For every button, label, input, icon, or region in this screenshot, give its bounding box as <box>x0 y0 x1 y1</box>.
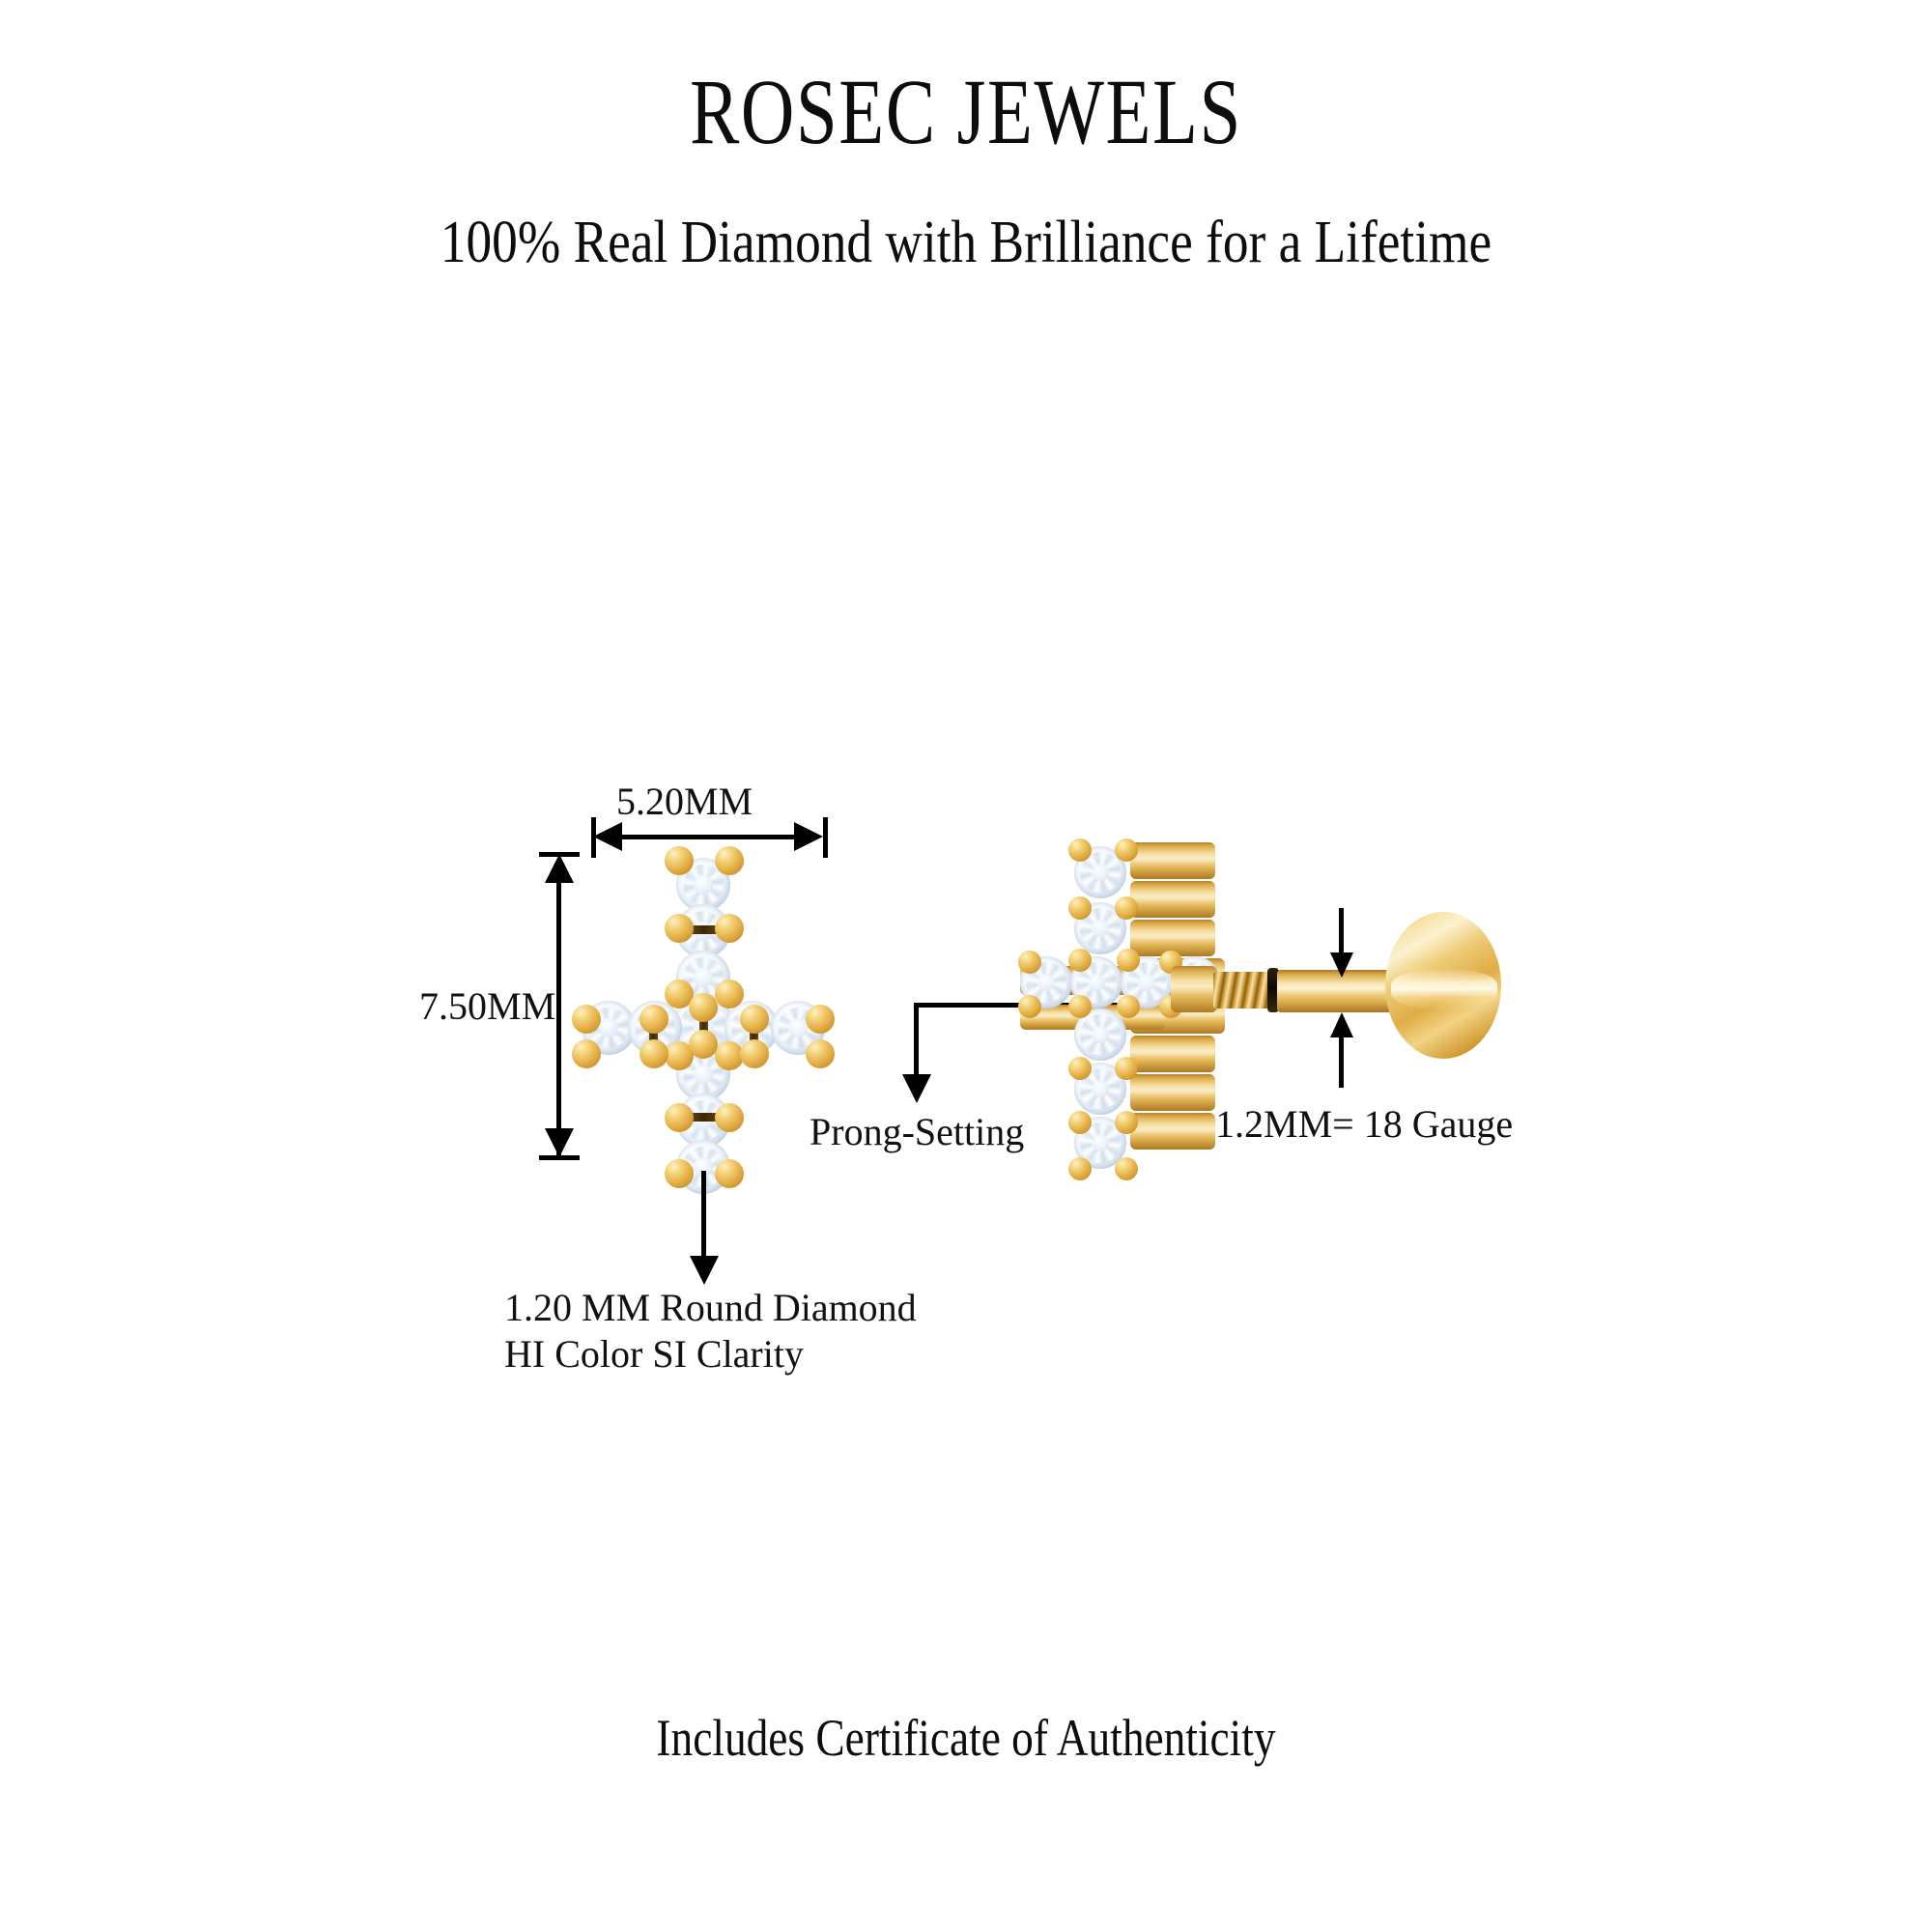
post-thread <box>1213 972 1269 1009</box>
side-gold-bar <box>1130 1074 1215 1111</box>
height-dim-tick-bottom <box>539 1155 580 1160</box>
stone-spec-line1: 1.20 MM Round Diamond <box>504 1286 917 1329</box>
prong-ball <box>689 1030 718 1059</box>
prong-ball <box>740 1039 769 1068</box>
height-dim-line <box>556 862 561 1157</box>
side-gold-bar <box>1130 881 1215 918</box>
brand-title: ROSEC JEWELS <box>690 60 1242 163</box>
height-dimension-label: 7.50MM <box>419 984 556 1028</box>
prong-ball <box>1068 1157 1092 1180</box>
prong-ball <box>1115 838 1138 862</box>
prong-ball <box>1115 1111 1138 1134</box>
prong-ball <box>806 1005 835 1034</box>
prong-ball <box>715 1041 744 1070</box>
prong-ball <box>639 1005 668 1034</box>
prong-ball <box>1068 995 1092 1018</box>
prong-ball <box>806 1039 835 1068</box>
flat-back-disc-highlight <box>1391 968 1497 1010</box>
prong-ball <box>715 914 744 943</box>
prong-ball <box>1115 896 1138 920</box>
cross-front-view <box>572 846 850 1194</box>
side-gold-bar <box>1130 842 1215 879</box>
prong-ball <box>715 1103 744 1132</box>
prong-ball <box>1068 949 1092 972</box>
stone-spec-line2: HI Color SI Clarity <box>504 1332 804 1376</box>
width-dim-arrow-left <box>593 822 622 851</box>
prong-stem-top <box>688 925 721 934</box>
prong-ball <box>1068 1111 1092 1134</box>
prong-callout-arrow <box>902 1074 931 1103</box>
prong-ball <box>572 1005 601 1034</box>
post-oring <box>1267 968 1279 1012</box>
prong-ball <box>1018 951 1041 974</box>
prong-ball <box>665 846 694 875</box>
prong-ball <box>1068 1057 1092 1080</box>
stone-callout-line <box>701 1171 706 1265</box>
prong-ball <box>1115 1057 1138 1080</box>
width-dimension-label: 5.20MM <box>616 780 753 823</box>
side-gold-bar <box>1130 1113 1215 1150</box>
gauge-line-bottom <box>1339 1034 1344 1088</box>
post-collar <box>1171 966 1217 1012</box>
width-dim-arrow-right <box>794 822 823 851</box>
prong-ball <box>665 1103 694 1132</box>
prong-setting-label: Prong-Setting <box>810 1110 1025 1153</box>
gauge-line-top <box>1339 908 1344 958</box>
gauge-label: 1.2MM= 18 Gauge <box>1215 1102 1514 1146</box>
height-dim-arrow-bottom <box>545 1128 574 1157</box>
prong-ball <box>1068 896 1092 920</box>
labret-post-assembly <box>1171 912 1501 1078</box>
prong-ball <box>689 993 718 1022</box>
prong-callout-vertical <box>914 1003 919 1084</box>
certificate-note: Includes Certificate of Authenticity <box>656 1709 1276 1767</box>
height-dim-arrow-top <box>545 854 574 883</box>
prong-ball <box>1115 1157 1138 1180</box>
side-gold-bar <box>1130 920 1215 956</box>
side-gold-bar <box>1130 1036 1215 1072</box>
prong-ball <box>740 1005 769 1034</box>
prong-ball <box>572 1039 601 1068</box>
prong-ball <box>639 1039 668 1068</box>
stone-callout-arrow <box>690 1256 719 1285</box>
prong-ball <box>1018 995 1041 1018</box>
width-dim-line <box>601 835 815 839</box>
brand-tagline: 100% Real Diamond with Brilliance for a … <box>440 210 1492 275</box>
prong-ball <box>665 1159 694 1188</box>
prong-ball <box>1117 949 1140 972</box>
diamond-v1 <box>676 858 730 912</box>
prong-ball <box>715 846 744 875</box>
width-dim-tick-right <box>823 817 828 858</box>
prong-stem-bottom <box>688 1113 721 1122</box>
gauge-arrow-top <box>1330 952 1353 978</box>
prong-ball <box>715 1159 744 1188</box>
prong-ball <box>665 914 694 943</box>
prong-ball <box>1117 995 1140 1018</box>
prong-ball <box>715 980 744 1009</box>
prong-ball <box>1068 838 1092 862</box>
gauge-arrow-bottom <box>1330 1012 1353 1037</box>
